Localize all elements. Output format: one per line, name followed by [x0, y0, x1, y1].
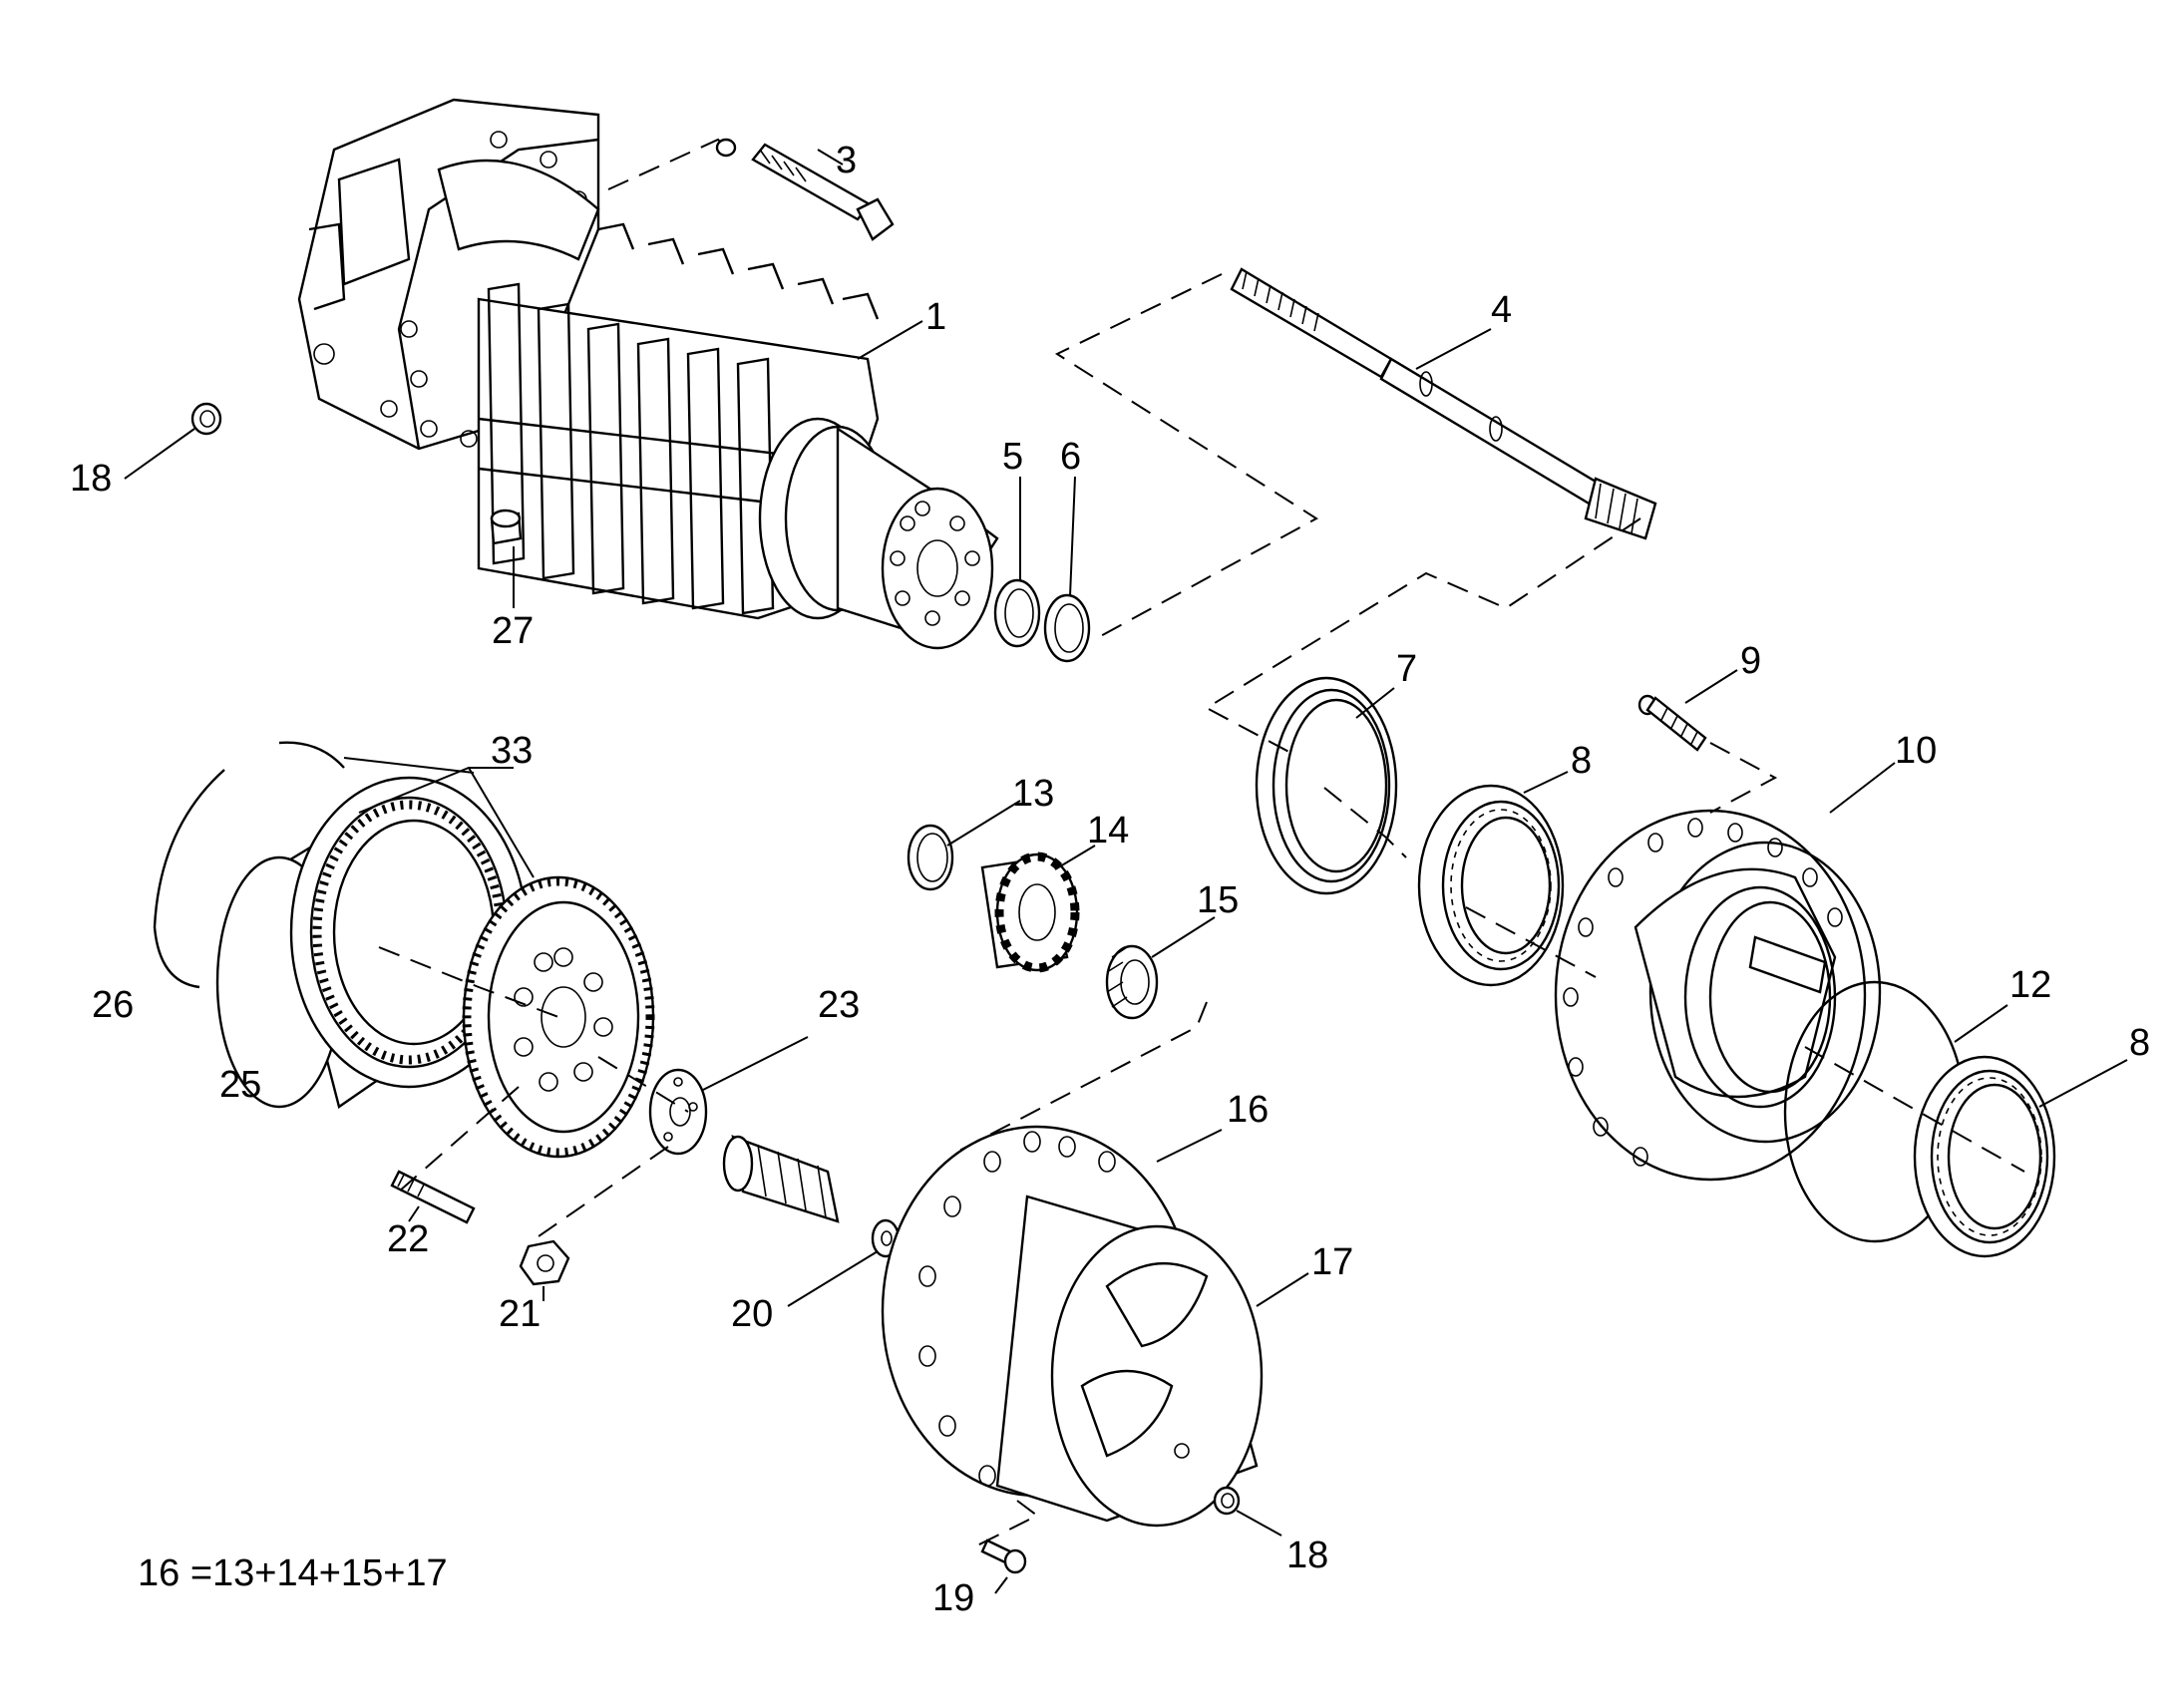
- label-8-lower: 8: [2129, 1022, 2150, 1064]
- label-10: 10: [1895, 730, 1937, 772]
- bearing-8-upper: [1417, 784, 1565, 987]
- label-16: 16: [1227, 1089, 1269, 1131]
- snap-ring-6: [1043, 593, 1091, 663]
- label-18-lower: 18: [1286, 1535, 1328, 1576]
- label-3: 3: [836, 140, 857, 181]
- label-9: 9: [1740, 640, 1761, 682]
- ring-gear-carrier-25: [215, 776, 529, 1109]
- stud-22: [390, 1170, 476, 1224]
- label-17: 17: [1311, 1241, 1353, 1283]
- label-15: 15: [1197, 879, 1239, 921]
- label-1: 1: [925, 296, 946, 338]
- screw-19: [980, 1538, 1027, 1574]
- label-33: 33: [491, 730, 533, 772]
- snap-ring-13: [907, 824, 954, 891]
- stud-9: [1637, 694, 1707, 752]
- label-12: 12: [2009, 964, 2051, 1006]
- label-20: 20: [731, 1293, 773, 1335]
- snap-wire-26: [153, 769, 225, 989]
- label-14: 14: [1087, 810, 1129, 852]
- label-25: 25: [219, 1064, 261, 1106]
- nut-21: [519, 1239, 570, 1286]
- label-23: 23: [818, 984, 860, 1026]
- assembly-formula: 16 =13+14+15+17: [138, 1552, 448, 1594]
- leader-lines: [124, 149, 2128, 1594]
- label-27: 27: [492, 610, 534, 652]
- ring-gear-33: [278, 741, 655, 1159]
- cover-17: [1080, 1261, 1209, 1459]
- label-26: 26: [92, 984, 134, 1026]
- label-8-upper: 8: [1571, 740, 1592, 782]
- part-labels: 1 3 4 5 6 7 8 9 10 12 8 13 14 15 16 17 1…: [70, 140, 2150, 1619]
- axle-housing: [297, 98, 999, 650]
- label-21: 21: [499, 1293, 541, 1335]
- planet-gear-14: [980, 852, 1080, 973]
- bearing-8-lower: [1913, 1055, 2056, 1258]
- seal-7: [1255, 676, 1398, 895]
- plug-18-upper: [190, 402, 222, 436]
- wheel-hub-10: [1554, 809, 1882, 1182]
- label-13: 13: [1012, 773, 1054, 815]
- label-22: 22: [387, 1218, 429, 1260]
- label-7: 7: [1396, 648, 1417, 690]
- bolt-3: [715, 138, 895, 241]
- sun-gear-shaft: [722, 1135, 840, 1223]
- snap-ring-5: [993, 578, 1041, 648]
- plug-27: [490, 509, 523, 545]
- thrust-washer-23: [648, 1068, 708, 1156]
- label-4: 4: [1491, 289, 1512, 331]
- needle-bearing-15: [1105, 944, 1159, 1020]
- label-6: 6: [1060, 436, 1081, 478]
- label-18-upper: 18: [70, 458, 112, 500]
- assembly-guide-lines: [378, 138, 2025, 1546]
- planetary-carrier-16: [881, 1125, 1264, 1528]
- plug-18-lower: [1213, 1486, 1241, 1516]
- label-19: 19: [932, 1577, 974, 1619]
- axle-shaft-4: [1230, 267, 1657, 540]
- label-5: 5: [1002, 436, 1023, 478]
